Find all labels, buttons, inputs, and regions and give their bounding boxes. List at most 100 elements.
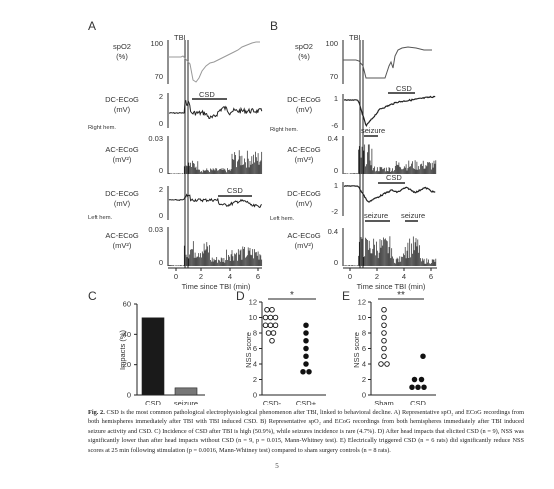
x-tick-label: CSD — [145, 399, 161, 405]
data-point — [381, 314, 387, 321]
tick-label: 2 — [159, 185, 163, 194]
data-point — [381, 307, 387, 313]
y-tick-label: 2 — [362, 375, 366, 384]
ac-ecog-trace — [168, 150, 263, 174]
x-axis-label: Time since TBI (min) — [357, 282, 426, 291]
x-tick-label: 6 — [256, 272, 260, 281]
csd-label: CSD — [386, 173, 402, 182]
bar-seizure — [174, 387, 198, 396]
tick-label: 1 — [334, 94, 338, 103]
data-point — [384, 361, 390, 367]
x-tick-label: Sham — [374, 399, 394, 405]
right-hem-label: Right hem. — [270, 127, 298, 133]
x-tick-label: 4 — [228, 272, 232, 281]
tick-label: 0.03 — [148, 225, 163, 234]
data-point — [272, 322, 279, 329]
data-point — [300, 369, 306, 375]
x-tick-label: CSD- — [263, 399, 282, 405]
data-point — [381, 353, 387, 360]
tick-label: 100 — [150, 39, 163, 48]
dc-ecog-trace — [343, 95, 436, 127]
dc-ecog-trace — [343, 185, 436, 203]
panel-b: B TBI spO2 (%) 100 70 DC-ECoG (mV) 1 -6 … — [270, 19, 437, 291]
data-points — [262, 307, 312, 375]
y-axis-label: NSS score — [244, 332, 253, 368]
tick-label: 0.03 — [148, 134, 163, 143]
x-tick-labels: CSD- CSD+ — [263, 399, 317, 405]
x-tick-label: 6 — [429, 272, 433, 281]
data-point — [381, 338, 387, 344]
data-point — [303, 345, 309, 352]
x-tick-label: 0 — [174, 272, 178, 281]
data-point — [262, 322, 269, 329]
ac-ecog-label: AC-ECoG — [105, 231, 139, 240]
y-tick-label: 20 — [123, 360, 131, 369]
spo2-trace — [343, 46, 432, 79]
significance-marker: * — [290, 290, 294, 301]
caption-lead: Fig. 2. — [88, 409, 105, 416]
data-point — [303, 353, 309, 360]
tick-label: 0 — [334, 166, 338, 175]
seizure-label: seizure — [401, 211, 425, 220]
dc-ecog-label: DC-ECoG — [105, 189, 139, 198]
tick-label: 0.4 — [328, 134, 338, 143]
tick-label: -6 — [331, 121, 338, 130]
dc-ecog-unit: (mV) — [296, 199, 313, 208]
page-number: 5 — [275, 462, 279, 470]
tick-label: 0 — [159, 258, 163, 267]
tick-label: 0.4 — [328, 227, 338, 236]
y-tick-label: 60 — [123, 300, 131, 309]
data-point — [411, 376, 418, 383]
data-point — [378, 361, 384, 367]
data-point — [418, 376, 425, 383]
y-tick-label: 4 — [253, 360, 257, 369]
ac-ecog-unit: (mV²) — [113, 241, 132, 250]
significance-marker: ** — [397, 290, 405, 301]
caption-text: CSD is the most common pathological elec… — [88, 409, 525, 454]
tick-label: 0 — [159, 166, 163, 175]
panel-letter-e: E — [342, 289, 350, 303]
ac-ecog-label: AC-ECoG — [105, 145, 139, 154]
data-point — [270, 330, 277, 336]
tick-label: 70 — [155, 72, 163, 81]
tick-label: 0 — [159, 211, 163, 220]
spo2-label: spO2 — [295, 42, 313, 51]
dc-ecog-unit: (mV) — [114, 105, 131, 114]
spo2-unit: (%) — [116, 52, 128, 61]
y-tick-label: 12 — [249, 298, 257, 307]
bar-csd — [141, 317, 165, 396]
tbi-label: TBI — [174, 33, 186, 42]
x-tick-label: seizure — [174, 399, 198, 405]
x-tick-label: CSD+ — [296, 399, 317, 405]
tick-label: 0 — [334, 258, 338, 267]
csd-label: CSD — [227, 186, 243, 195]
y-tick-label: 10 — [358, 313, 366, 322]
panel-letter-b: B — [270, 19, 278, 33]
dc-ecog-label: DC-ECoG — [287, 189, 321, 198]
left-hem-label: Left hem. — [270, 216, 295, 222]
tick-label: 1 — [334, 181, 338, 190]
data-point — [420, 353, 426, 360]
csd-label: CSD — [396, 84, 412, 93]
ac-ecog-trace — [168, 241, 263, 266]
y-tick-label: 0 — [253, 391, 257, 400]
y-axis-label: Impacts (%) — [118, 330, 127, 371]
data-points — [378, 307, 427, 391]
x-tick-label: 4 — [402, 272, 406, 281]
data-point — [306, 369, 312, 375]
x-tick-label: 0 — [348, 272, 352, 281]
y-tick-label: 0 — [127, 391, 131, 400]
dc-ecog-trace — [168, 193, 263, 208]
ac-ecog-label: AC-ECoG — [287, 145, 321, 154]
figure-2: A TBI spO2 (%) 100 70 DC-ECoG (mV) 2 0 R… — [88, 19, 437, 405]
figure-caption: Fig. 2. CSD is the most common pathologi… — [88, 408, 524, 455]
y-tick-label: 10 — [249, 313, 257, 322]
data-point — [409, 384, 415, 391]
x-axis-label: Time since TBI (min) — [182, 282, 251, 291]
ac-ecog-unit: (mV²) — [113, 155, 132, 164]
